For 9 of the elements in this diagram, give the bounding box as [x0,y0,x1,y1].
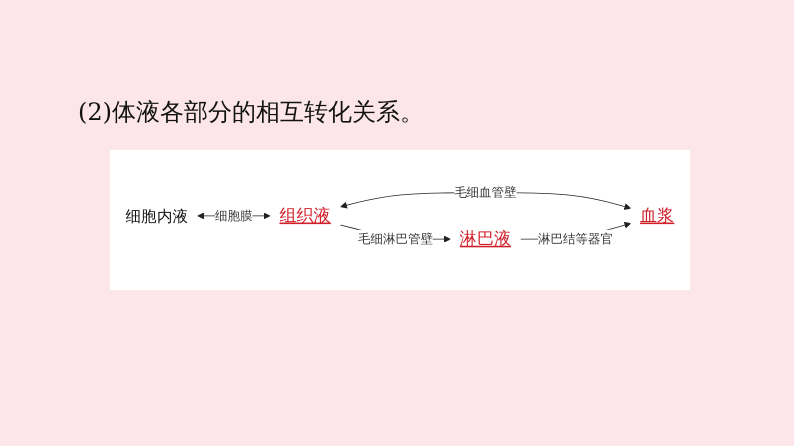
node-text: 血浆 [640,206,674,226]
node-text: 淋巴液 [460,229,512,249]
edge-label: 毛细血管壁 [454,184,517,200]
edge-label: 淋巴结等器官 [538,231,614,246]
edge-label: 细胞膜 [214,208,252,223]
edge-label: 毛细淋巴管壁 [358,231,433,246]
title: (2)体液各部分的相互转化关系。 [78,97,424,128]
node-text: 组织液 [279,206,331,226]
node-text: 细胞内液 [126,206,188,226]
